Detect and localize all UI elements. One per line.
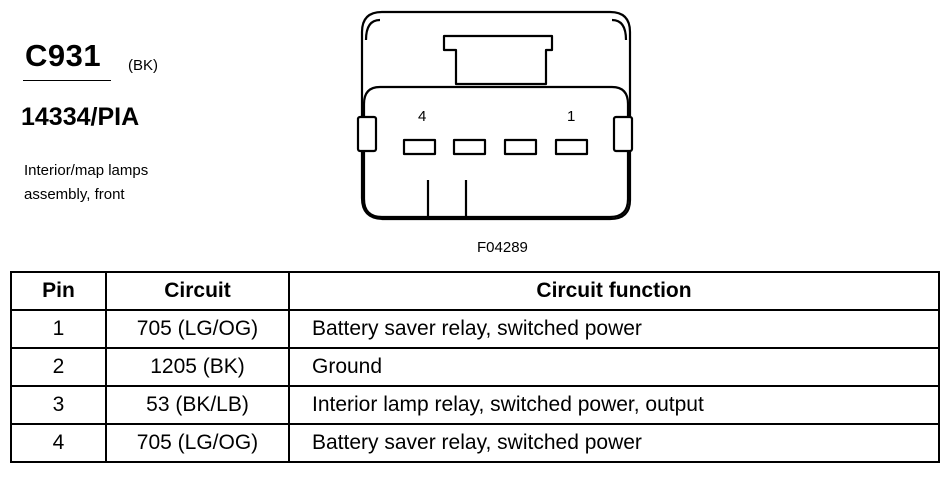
cell-circuit: 705 (LG/OG): [105, 309, 290, 349]
connector-code: C931: [25, 38, 102, 73]
cell-pin: 1: [10, 309, 107, 349]
part-number: 14334/PIA: [21, 103, 140, 131]
table-header-row: Pin Circuit Circuit function: [10, 271, 940, 311]
right-key: [612, 115, 634, 153]
description-line-2: assembly, front: [24, 186, 125, 203]
header-function: Circuit function: [288, 271, 940, 311]
table-row: 2 1205 (BK) Ground: [10, 347, 940, 387]
pin-cavity-1: [554, 138, 589, 156]
connector-housing-outline: [360, 10, 632, 221]
cell-pin: 3: [10, 385, 107, 425]
cell-circuit: 1205 (BK): [105, 347, 290, 387]
pin-label-1: 1: [567, 108, 575, 125]
table-row: 4 705 (LG/OG) Battery saver relay, switc…: [10, 423, 940, 463]
cell-pin: 2: [10, 347, 107, 387]
connector-latch: [442, 34, 554, 86]
pin-cavity-4: [402, 138, 437, 156]
connector-face: [362, 85, 630, 219]
table-row: 3 53 (BK/LB) Interior lamp relay, switch…: [10, 385, 940, 425]
connector-color: (BK): [128, 57, 158, 74]
cell-function: Battery saver relay, switched power: [288, 423, 940, 463]
cell-function: Battery saver relay, switched power: [288, 309, 940, 349]
figure-id: F04289: [477, 239, 528, 256]
pin-cavity-3: [452, 138, 487, 156]
table-row: 1 705 (LG/OG) Battery saver relay, switc…: [10, 309, 940, 349]
connector-code-underline: [23, 80, 111, 81]
cell-circuit: 53 (BK/LB): [105, 385, 290, 425]
connector-face-diagram: 4 1: [356, 10, 634, 221]
cell-circuit: 705 (LG/OG): [105, 423, 290, 463]
cell-pin: 4: [10, 423, 107, 463]
cell-function: Ground: [288, 347, 940, 387]
connector-shoulder-lines: [364, 18, 628, 41]
header-circuit: Circuit: [105, 271, 290, 311]
cell-function: Interior lamp relay, switched power, out…: [288, 385, 940, 425]
pin-table: Pin Circuit Circuit function 1 705 (LG/O…: [10, 271, 940, 463]
pin-label-4: 4: [418, 108, 426, 125]
pin-cavity-2: [503, 138, 538, 156]
description-line-1: Interior/map lamps: [24, 162, 149, 179]
left-key: [356, 115, 378, 153]
header-pin: Pin: [10, 271, 107, 311]
